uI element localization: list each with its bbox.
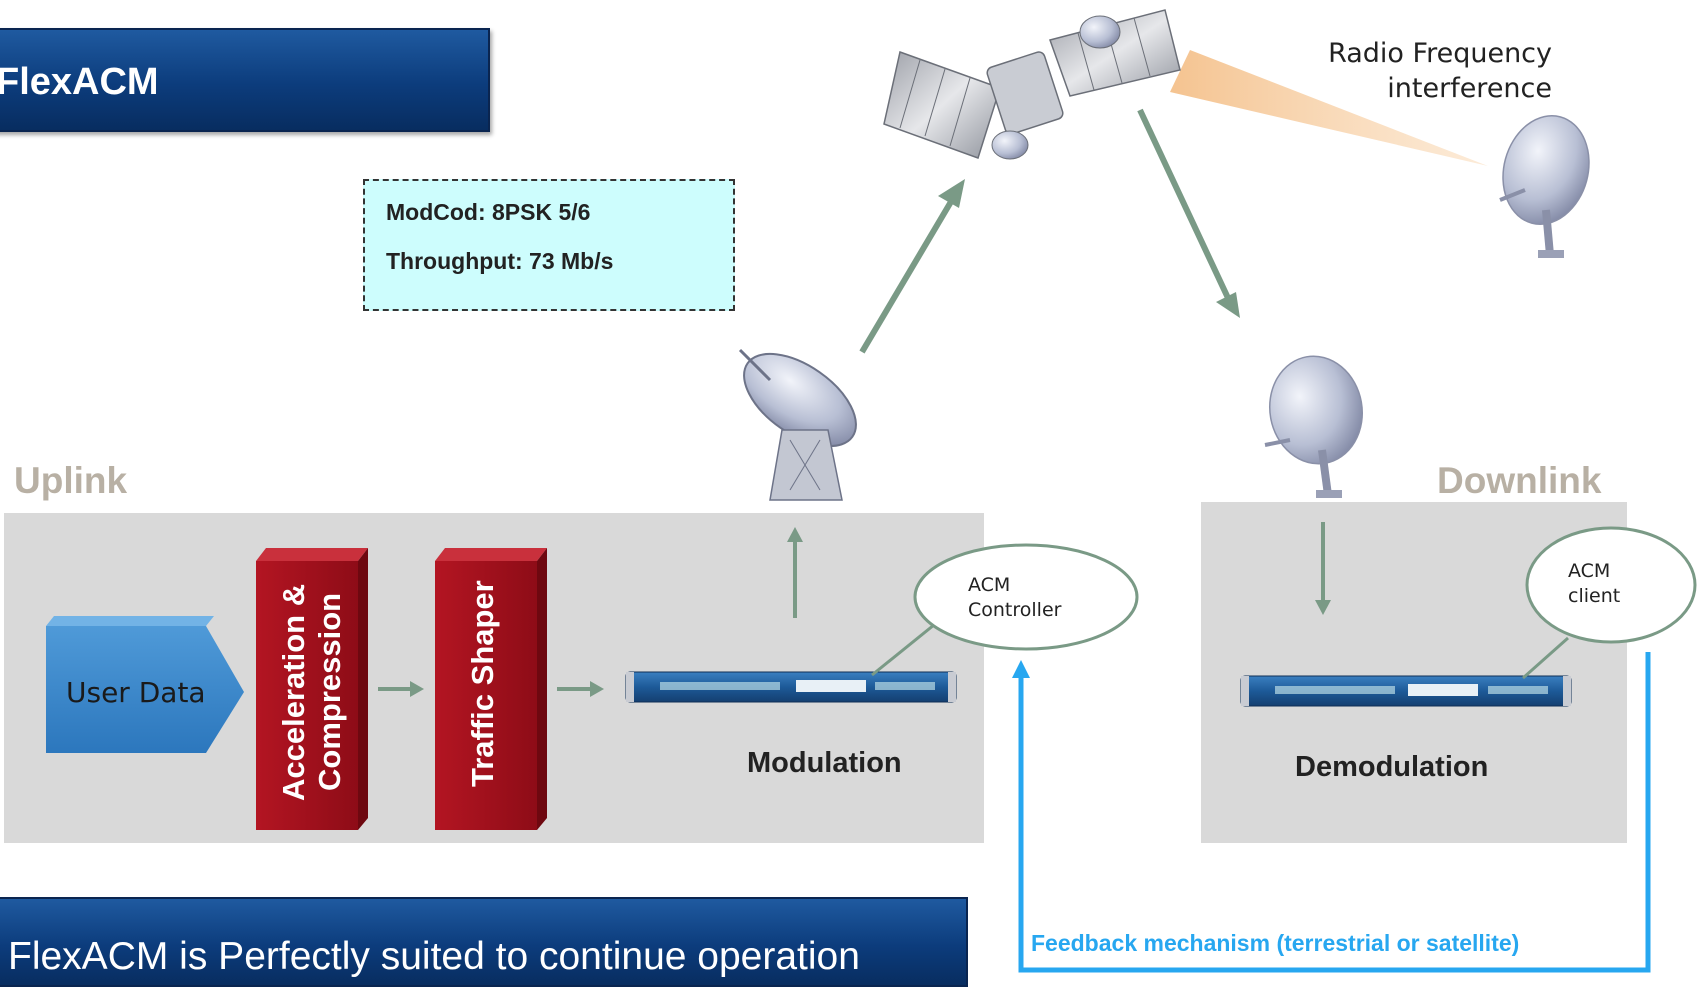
acceleration-compression-label: Acceleration & Compression <box>276 577 356 807</box>
acm-controller-label: ACM Controller <box>968 573 1098 623</box>
ground-station-antenna-icon <box>738 348 857 501</box>
flow-arrow-dish-to-demodulator <box>1315 522 1331 615</box>
acceleration-label-line-2: Compression <box>312 592 347 792</box>
modcod-info-box: ModCod: 8PSK 5/6 Throughput: 73 Mb/s <box>363 179 735 311</box>
feedback-mechanism-label: Feedback mechanism (terrestrial or satel… <box>1031 930 1520 956</box>
modcod-value: ModCod: 8PSK 5/6 <box>386 199 591 225</box>
modulation-label: Modulation <box>747 747 902 779</box>
rf-interference-label: Radio Frequency interference <box>1250 36 1552 106</box>
page-title: FlexACM <box>0 28 490 132</box>
demodulation-label: Demodulation <box>1295 751 1489 783</box>
demodulator-device-icon <box>1240 675 1572 707</box>
rf-interference-line-2: interference <box>1387 73 1552 104</box>
acm-controller-line-2: Controller <box>968 599 1062 621</box>
flow-arrow-accel-to-shaper <box>378 681 424 697</box>
downlink-heading: Downlink <box>1437 460 1602 501</box>
acm-controller-line-1: ACM <box>968 574 1011 596</box>
interfering-dish-icon <box>1499 115 1590 258</box>
traffic-shaper-label: Traffic Shaper <box>465 580 500 788</box>
acm-client-line-1: ACM <box>1568 560 1611 582</box>
acceleration-label-line-1: Acceleration & <box>276 583 311 801</box>
acm-client-label: ACM client <box>1568 559 1658 609</box>
bottom-banner: FlexACM is Perfectly suited to continue … <box>0 897 968 987</box>
modulator-device-icon <box>625 671 957 703</box>
acm-client-callout <box>1522 526 1697 680</box>
uplink-satellite-arrow <box>859 179 965 354</box>
feedback-loop-line <box>1012 652 1651 973</box>
flow-arrow-modulator-up <box>787 527 803 618</box>
user-data-label: User Data <box>66 676 206 709</box>
receive-dish-icon <box>1264 355 1364 498</box>
rf-interference-line-1: Radio Frequency <box>1328 38 1552 69</box>
acceleration-compression-block <box>256 548 368 830</box>
user-data-shape <box>46 626 244 753</box>
acm-client-line-2: client <box>1568 585 1621 607</box>
throughput-value: Throughput: 73 Mb/s <box>386 248 614 274</box>
traffic-shaper-block <box>435 548 547 830</box>
rf-interference-beam <box>1170 50 1488 166</box>
satellite-icon <box>883 9 1181 160</box>
uplink-heading: Uplink <box>14 460 128 501</box>
flow-arrow-shaper-to-modulator <box>557 681 604 697</box>
acm-controller-callout <box>871 543 1139 677</box>
downlink-satellite-arrow <box>1137 108 1240 318</box>
